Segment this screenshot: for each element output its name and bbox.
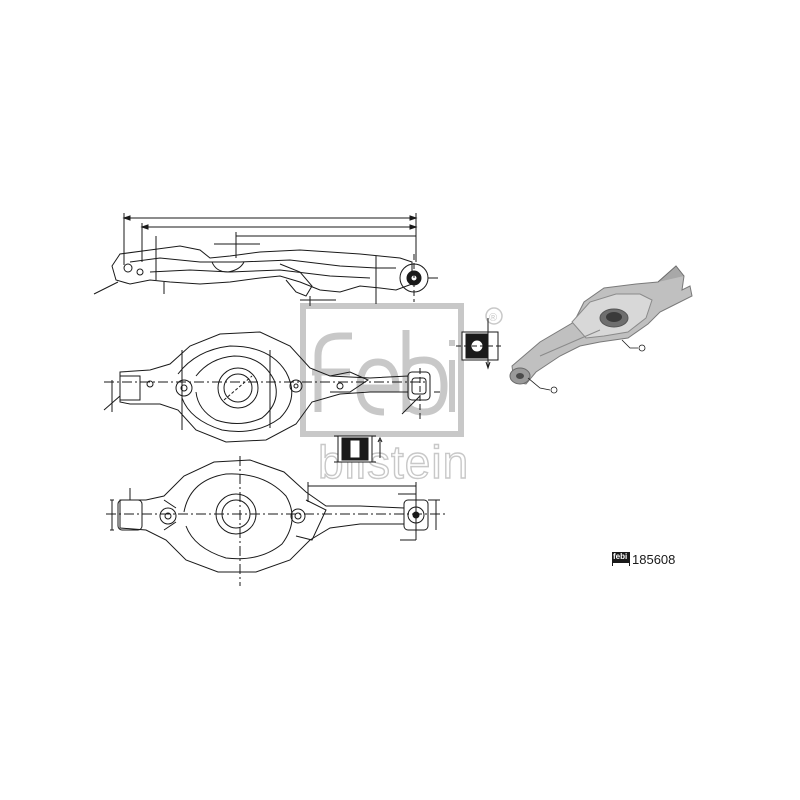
badge-underline <box>613 563 629 566</box>
section-detail-drawing <box>456 318 502 370</box>
watermark-registered-mark: ® <box>489 312 497 324</box>
febi-badge-logo: febi <box>612 552 630 566</box>
bushing-detail-drawing <box>334 435 383 463</box>
badge-logo-letters: febi <box>613 552 628 561</box>
control-arm-render <box>509 265 693 394</box>
side-view-drawing <box>93 213 438 306</box>
bottom-view-drawing <box>106 456 446 586</box>
top-view-drawing <box>103 331 440 443</box>
part-number-label: 185608 <box>632 552 676 567</box>
